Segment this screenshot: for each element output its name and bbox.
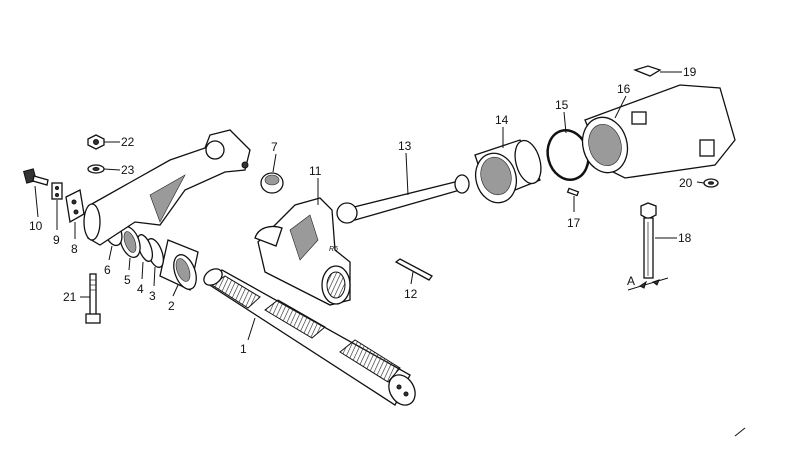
stray-mark bbox=[734, 427, 746, 437]
label-part-4: 4 bbox=[137, 282, 144, 296]
part-21-bolt bbox=[85, 273, 101, 324]
label-part-11: 11 bbox=[309, 164, 322, 178]
label-part-15: 15 bbox=[555, 98, 569, 112]
label-part-17: 17 bbox=[567, 216, 581, 230]
label-part-21: 21 bbox=[63, 290, 77, 304]
part-7-bush bbox=[260, 172, 284, 194]
leader-lines bbox=[34, 71, 705, 341]
part-labels: 1 2 3 4 5 6 7 8 9 10 11 12 13 14 15 16 1… bbox=[29, 65, 697, 356]
label-part-16: 16 bbox=[617, 82, 631, 96]
part-8-lever-arm bbox=[83, 129, 251, 246]
label-part-14: 14 bbox=[495, 113, 509, 127]
part-19-plate bbox=[633, 65, 662, 77]
label-part-23: 23 bbox=[121, 163, 135, 177]
part-13-rod bbox=[336, 174, 470, 224]
label-part-7: 7 bbox=[271, 140, 278, 154]
label-part-1: 1 bbox=[240, 342, 247, 356]
section-a-marker bbox=[627, 277, 669, 291]
casting-mark-text: R6 bbox=[329, 246, 338, 253]
label-part-18: 18 bbox=[678, 231, 692, 245]
label-part-12: 12 bbox=[404, 287, 418, 301]
label-part-5: 5 bbox=[124, 273, 131, 287]
part-10-bolt bbox=[23, 168, 49, 186]
label-part-9: 9 bbox=[53, 233, 60, 247]
part-14-piston bbox=[474, 139, 542, 204]
part-2-bush bbox=[159, 239, 199, 291]
label-section-a: A bbox=[627, 274, 635, 288]
label-part-3: 3 bbox=[149, 289, 156, 303]
part-1-splined-shaft bbox=[203, 268, 416, 406]
part-12-pin bbox=[394, 258, 433, 281]
part-9-plate bbox=[51, 182, 63, 200]
part-11-fork-housing: R6 bbox=[254, 197, 351, 306]
label-part-19: 19 bbox=[683, 65, 697, 79]
label-part-2: 2 bbox=[168, 299, 175, 313]
part-20-washer bbox=[703, 178, 719, 188]
part-16-cylinder-housing bbox=[581, 84, 736, 179]
label-part-13: 13 bbox=[398, 139, 412, 153]
label-part-20: 20 bbox=[679, 176, 693, 190]
part-5-seal bbox=[119, 226, 141, 258]
part-22-nut bbox=[87, 134, 105, 150]
label-part-10: 10 bbox=[29, 219, 43, 233]
label-part-8: 8 bbox=[71, 242, 78, 256]
part-18-long-bolt bbox=[640, 202, 657, 279]
label-part-22: 22 bbox=[121, 135, 135, 149]
part-9b-gasket bbox=[65, 189, 85, 224]
part-23-washer bbox=[87, 164, 105, 174]
part-17-pin bbox=[566, 187, 580, 197]
label-part-6: 6 bbox=[104, 263, 111, 277]
